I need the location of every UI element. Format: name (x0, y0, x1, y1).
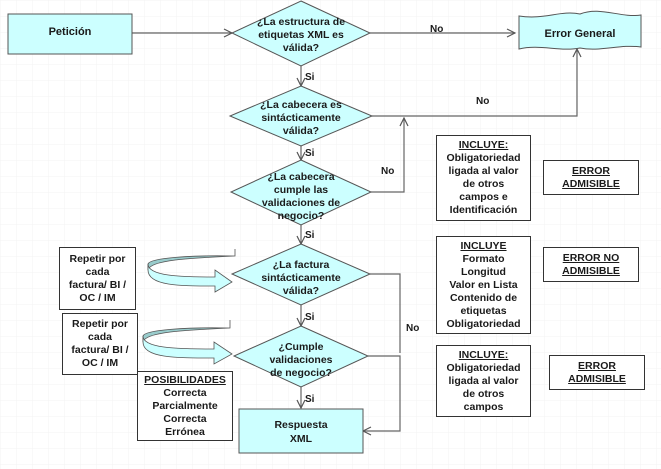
decision-text-line: validaciones de (262, 197, 340, 209)
decision-xml-structure-text: ¿La estructura de etiquetas XML es válid… (257, 16, 345, 54)
yes-label: Si (305, 72, 315, 83)
note-line: ligada al valor (448, 165, 519, 177)
error-line: ERROR (572, 164, 610, 177)
repeat-note-2: Repetir por cada factura/ BI / OC / IM (62, 313, 138, 375)
decision-text-line: válida? (283, 42, 319, 54)
decision-text-line: válida? (283, 125, 319, 137)
decision-text-line: etiquetas XML es (258, 29, 344, 41)
decision-text-line: ¿La factura (273, 259, 330, 271)
note-line: factura/ BI / (71, 344, 129, 356)
start-label: Petición (49, 26, 92, 38)
decision-text-line: válida? (283, 285, 319, 297)
note-line: ligada al valor (448, 374, 519, 387)
yes-label: Si (305, 312, 315, 323)
note-line: Valor en Lista (449, 278, 518, 291)
error-admissible-badge-1: ERROR ADMISIBLE (543, 160, 639, 195)
note-line: Longitud (461, 265, 506, 278)
note-line: de otros (462, 178, 505, 190)
note-line: etiquetas (460, 304, 507, 317)
includes-note-2: INCLUYE Formato Longitud Valor en Lista … (436, 236, 531, 334)
no-label: No (430, 24, 443, 35)
note-line: Parcialmente (152, 399, 218, 412)
note-line: Errónea (165, 425, 205, 438)
repeat-loop-arrow-2 (142, 320, 233, 365)
repeat-note-1: Repetir por cada factura/ BI / OC / IM (59, 247, 136, 310)
decision-text-line: ¿Cumple (279, 341, 324, 353)
connector-d3-no (371, 118, 404, 193)
note-line: Correcta (163, 412, 207, 425)
note-line: OC / IM (81, 357, 119, 369)
error-not-admissible-badge: ERROR NO ADMISIBLE (543, 247, 639, 282)
decision-text-line: ¿La cabecera (267, 171, 334, 183)
note-line: Obligatoriedad (446, 361, 521, 374)
no-label: No (476, 96, 489, 107)
possibilities-note: POSIBILIDADES Correcta Parcialmente Corr… (137, 371, 233, 441)
response-xml-box (238, 408, 364, 454)
decision-xml-structure (230, 0, 372, 67)
no-label: No (406, 323, 419, 334)
note-line: cada (88, 331, 112, 343)
repeat-loop-arrow-1 (147, 249, 236, 293)
note-line: Obligatoriedad (446, 317, 521, 330)
includes-note-1: INCLUYE: Obligatoriedad ligada al valor … (436, 135, 531, 221)
decision-header-syntax (228, 85, 374, 147)
note-line: Repetir por (69, 252, 126, 265)
decision-text-line: de negocio? (270, 367, 332, 379)
yes-label: Si (305, 394, 315, 405)
error-general-shape (518, 10, 642, 50)
error-line: ERROR (578, 359, 616, 372)
start-process-box (7, 13, 133, 55)
note-line: Repetir por (71, 318, 128, 330)
error-line: ADMISIBLE (562, 264, 620, 277)
note-header: INCLUYE (460, 239, 507, 252)
error-general-label: Error General (545, 28, 616, 40)
includes-note-3: INCLUYE: Obligatoriedad ligada al valor … (436, 345, 531, 417)
decision-text-line: sintácticamente (261, 112, 341, 124)
decision-text-line: ¿La estructura de (257, 16, 345, 28)
error-line: ERROR NO (562, 251, 620, 264)
connector-d4-no (370, 273, 401, 353)
response-text-line: Respuesta (274, 419, 327, 431)
decision-text-line: ¿La cabecera es (260, 99, 342, 111)
connector-d2-no (372, 49, 577, 117)
error-line: ADMISIBLE (562, 177, 620, 190)
note-line: campos (463, 400, 504, 413)
response-text-line: XML (290, 433, 313, 445)
decision-text-line: validaciones (269, 354, 332, 366)
decision-text-line: negocio? (278, 210, 325, 222)
note-header: POSIBILIDADES (144, 373, 226, 386)
note-header: INCLUYE: (458, 348, 509, 361)
no-label: No (381, 166, 394, 177)
note-line: Identificación (449, 204, 518, 216)
decision-header-business (229, 159, 373, 226)
decision-invoice-business (232, 325, 370, 388)
error-line: ADMISIBLE (568, 372, 626, 385)
note-line: Formato (462, 252, 505, 265)
note-line: Contenido de (449, 291, 518, 304)
note-line: Correcta (163, 386, 207, 399)
error-admissible-badge-2: ERROR ADMISIBLE (549, 355, 645, 390)
decision-text-line: sintácticamente (261, 272, 341, 284)
yes-label: Si (305, 230, 315, 241)
decision-text-line: cumple las (274, 184, 328, 196)
note-line: campos e (459, 191, 508, 203)
note-line: cada (85, 265, 110, 278)
note-line: Obligatoriedad (446, 152, 521, 164)
yes-label: Si (305, 148, 315, 159)
note-line: factura/ BI / (68, 278, 127, 291)
note-header: INCLUYE: (458, 139, 509, 151)
note-line: de otros (462, 387, 505, 400)
note-line: OC / IM (79, 291, 116, 304)
connector-d5-no (363, 355, 401, 431)
decision-invoice-syntax (230, 243, 372, 306)
